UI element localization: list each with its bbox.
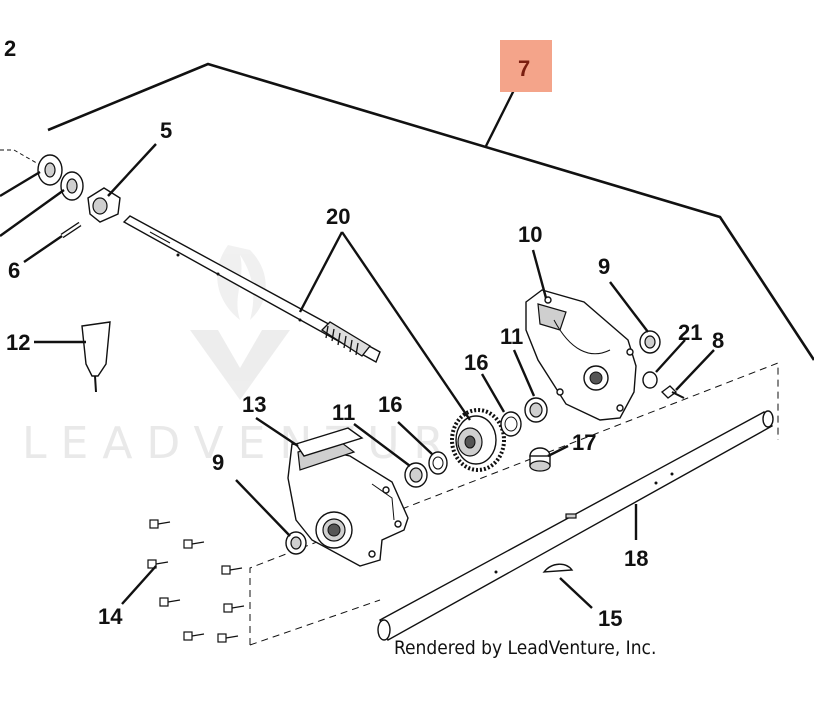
callout-2[interactable]: 2 [4, 36, 16, 61]
callout-11-right[interactable]: 11 [500, 324, 523, 349]
leader-lines [0, 85, 715, 609]
callout-8[interactable]: 8 [712, 328, 724, 353]
callout-15[interactable]: 15 [598, 606, 622, 631]
key-part [542, 563, 574, 573]
worm-shaft-part [122, 215, 381, 363]
callout-11-left[interactable]: 11 [332, 400, 355, 425]
credit-text: Rendered by LeadVenture, Inc. [394, 637, 656, 659]
highlight-box [500, 40, 552, 92]
left-gear-housing-part [287, 427, 409, 567]
callout-10[interactable]: 10 [518, 222, 542, 247]
vent-screw-part [660, 385, 685, 399]
impeller-shaft-part [377, 410, 774, 641]
callout-7[interactable]: 7 [518, 56, 530, 81]
small-washer-part [642, 371, 658, 389]
callout-5[interactable]: 5 [160, 118, 172, 143]
worm-wheel-gear-part [450, 408, 506, 472]
right-gear-housing-part [525, 289, 637, 421]
grease-tube-part [81, 321, 111, 393]
callout-16-right[interactable]: 16 [464, 350, 488, 375]
callout-17[interactable]: 17 [572, 430, 596, 455]
callout-20[interactable]: 20 [326, 204, 350, 229]
callout-21[interactable]: 21 [678, 320, 702, 345]
callout-14[interactable]: 14 [98, 604, 123, 629]
plug-part [529, 447, 551, 472]
callout-labels[interactable]: 2 7 5 6 20 10 9 12 21 8 11 16 13 11 16 1… [4, 36, 724, 631]
callout-13[interactable]: 13 [242, 392, 266, 417]
bolt-set-part [147, 519, 245, 643]
watermark-logo [190, 245, 290, 400]
callout-6[interactable]: 6 [8, 258, 20, 283]
callout-12[interactable]: 12 [6, 330, 30, 355]
watermark-text: LEADVENTURE [22, 418, 500, 469]
dashed-boundary [249, 362, 779, 645]
assembly-bracket-line [47, 62, 814, 361]
callout-9-left[interactable]: 9 [212, 450, 224, 475]
dashed-boundary-bottom [249, 599, 381, 646]
callout-9-right[interactable]: 9 [598, 254, 610, 279]
left-parts-group [0, 149, 121, 239]
callout-16-left[interactable]: 16 [378, 392, 402, 417]
callout-18[interactable]: 18 [624, 546, 648, 571]
